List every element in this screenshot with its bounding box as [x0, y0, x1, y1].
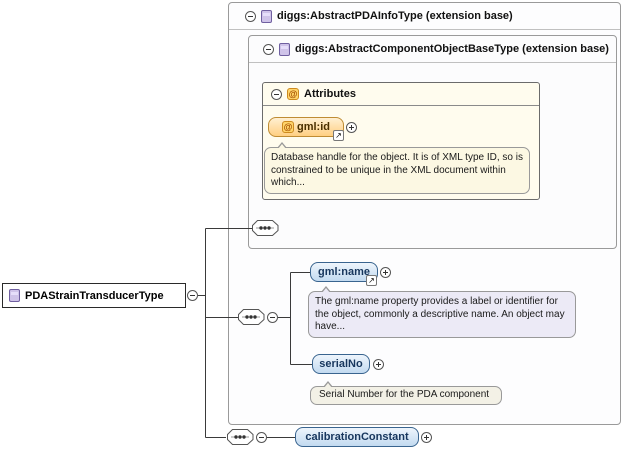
annotation-gml-id: Database handle for the object. It is of… — [264, 142, 530, 194]
extension-box-header: diggs:AbstractPDAInfoType (extension bas… — [229, 3, 620, 30]
annotation-text: The gml:name property provides a label o… — [315, 296, 565, 332]
collapse-toggle-icon[interactable] — [267, 312, 278, 323]
annotation-gml-name: The gml:name property provides a label o… — [308, 286, 576, 338]
sequence-compositor-icon[interactable] — [226, 428, 254, 446]
extension-box-title: diggs:AbstractPDAInfoType (extension bas… — [277, 10, 513, 22]
attribute-label: gml:id — [297, 121, 330, 133]
complex-type-icon — [279, 42, 290, 56]
attribute-at-icon — [282, 121, 294, 133]
element-serial-no[interactable]: serialNo — [312, 354, 370, 374]
reference-link-icon[interactable] — [333, 130, 344, 141]
element-label: PDAStrainTransducerType — [25, 289, 164, 302]
reference-link-icon[interactable] — [366, 275, 377, 286]
sequence-compositor-icon[interactable] — [237, 308, 265, 326]
expand-toggle-icon[interactable] — [421, 432, 432, 443]
element-gml-name[interactable]: gml:name — [310, 262, 378, 282]
complex-type-icon — [261, 9, 272, 23]
attribute-at-icon — [287, 88, 299, 100]
extension-box-title: diggs:AbstractComponentObjectBaseType (e… — [295, 43, 609, 55]
expand-toggle-icon[interactable] — [373, 359, 384, 370]
element-label: calibrationConstant — [305, 431, 409, 443]
collapse-toggle-icon[interactable] — [256, 432, 267, 443]
complex-type-icon — [9, 289, 20, 302]
element-pda-strain-transducer-type[interactable]: PDAStrainTransducerType — [2, 283, 186, 308]
collapse-toggle-icon[interactable] — [187, 290, 198, 301]
collapse-toggle-icon[interactable] — [263, 43, 274, 55]
attributes-box-header: Attributes — [263, 83, 539, 106]
extension-box-header: diggs:AbstractComponentObjectBaseType (e… — [249, 36, 616, 63]
attributes-box-title: Attributes — [304, 88, 356, 100]
expand-toggle-icon[interactable] — [380, 267, 391, 278]
annotation-text: Serial Number for the PDA component — [319, 389, 490, 400]
expand-toggle-icon[interactable] — [346, 122, 357, 133]
collapse-toggle-icon[interactable] — [245, 10, 256, 22]
collapse-toggle-icon[interactable] — [271, 88, 282, 100]
element-label: serialNo — [319, 358, 363, 370]
annotation-text: Database handle for the object. It is of… — [271, 152, 523, 188]
attribute-gml-id[interactable]: gml:id — [268, 117, 344, 137]
element-label: gml:name — [318, 266, 370, 278]
annotation-serial-no: Serial Number for the PDA component — [310, 381, 502, 405]
element-calibration-constant[interactable]: calibrationConstant — [295, 427, 419, 447]
sequence-compositor-icon[interactable] — [251, 219, 279, 237]
